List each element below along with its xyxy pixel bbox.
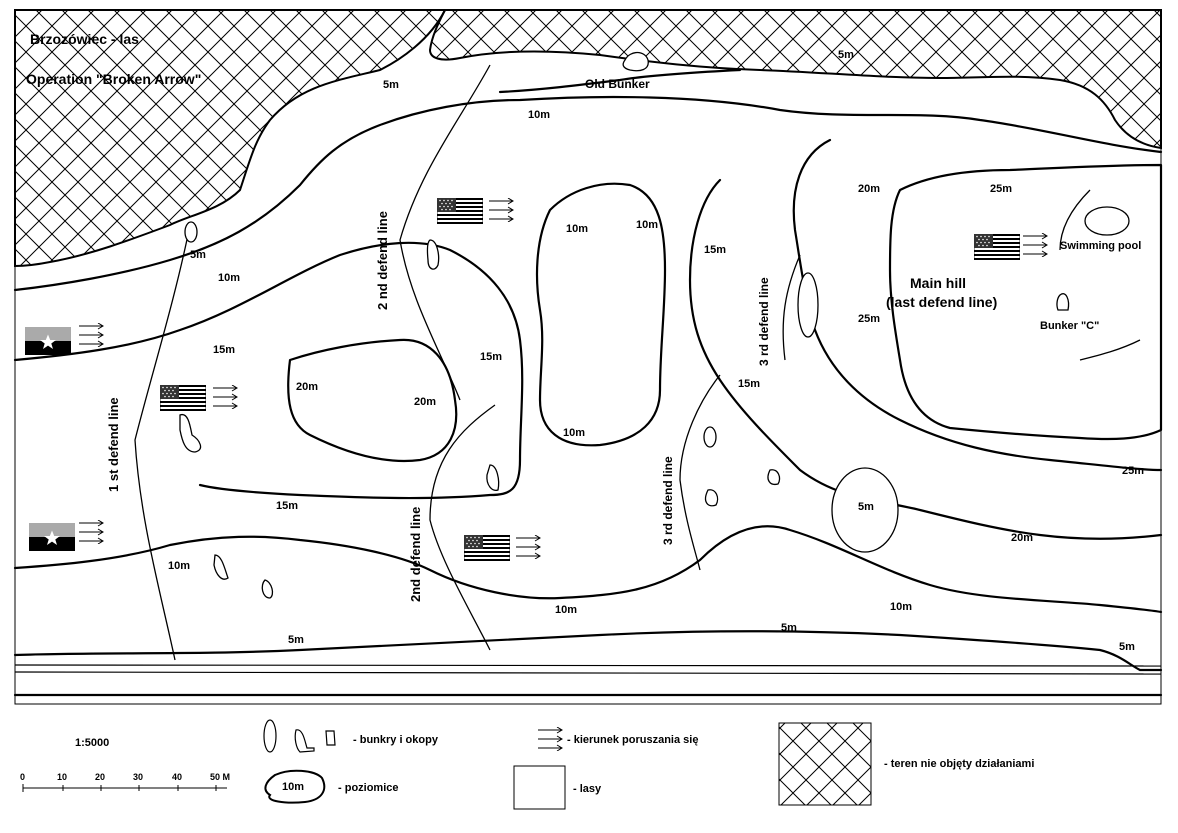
- svg-text:15m: 15m: [213, 344, 235, 356]
- svg-text:15m: 15m: [480, 351, 502, 363]
- third-defend-line-label-lower: 3 rd defend line: [661, 456, 675, 545]
- svg-text:5m: 5m: [190, 249, 206, 261]
- svg-text:30: 30: [133, 772, 143, 782]
- svg-text:15m: 15m: [276, 500, 298, 512]
- map-title: Brzozówiec - las: [30, 31, 139, 47]
- main-hill-sublabel: (last defend line): [886, 294, 997, 310]
- legend: 1:5000 0 10 20 30 40 50 M - bunkry i oko…: [20, 719, 1034, 810]
- svg-text:15m: 15m: [704, 244, 726, 256]
- svg-text:5m: 5m: [858, 501, 874, 513]
- svg-text:20: 20: [95, 772, 105, 782]
- excluded-legend-icon: [778, 722, 872, 806]
- defend-lines: [134, 64, 1141, 661]
- contour-legend-label: - poziomice: [338, 782, 399, 794]
- excluded-legend-label: - teren nie objęty działaniami: [884, 758, 1034, 770]
- svg-text:10m: 10m: [282, 781, 304, 793]
- first-defend-line-label: 1 st defend line: [106, 397, 121, 492]
- forest-legend-icon: [513, 765, 566, 810]
- forest-legend-label: - lasy: [573, 783, 602, 795]
- second-defend-line-label-lower: 2nd defend line: [408, 507, 423, 602]
- second-defend-line-label-upper: 2 nd defend line: [375, 211, 390, 310]
- svg-text:15m: 15m: [738, 378, 760, 390]
- bunker-c-label: Bunker "C": [1040, 320, 1099, 332]
- svg-text:10m: 10m: [636, 219, 658, 231]
- svg-text:25m: 25m: [990, 183, 1012, 195]
- contour-legend-icon: [264, 769, 326, 804]
- third-defend-line-label-upper: 3 rd defend line: [757, 277, 771, 366]
- bunker-legend-icon: [263, 719, 336, 753]
- svg-text:20m: 20m: [296, 381, 318, 393]
- svg-text:25m: 25m: [1122, 465, 1144, 477]
- svg-text:10m: 10m: [563, 427, 585, 439]
- svg-text:10: 10: [57, 772, 67, 782]
- bunker-legend-label: - bunkry i okopy: [353, 734, 439, 746]
- svg-text:5m: 5m: [1119, 641, 1135, 653]
- swimming-pool-label: Swimming pool: [1060, 240, 1141, 252]
- scale-ratio: 1:5000: [75, 737, 109, 749]
- svg-text:40: 40: [172, 772, 182, 782]
- scale-bar: [22, 784, 227, 792]
- svg-text:10m: 10m: [528, 109, 550, 121]
- svg-text:10m: 10m: [890, 601, 912, 613]
- excluded-terrain-north: [428, 9, 1162, 150]
- terrain-features: [179, 51, 1130, 599]
- svg-text:20m: 20m: [1011, 532, 1033, 544]
- svg-text:25m: 25m: [858, 313, 880, 325]
- contour-labels: 5m 5m 5m 10m 10m 10m 10m 10m 10m 10m 15m…: [168, 49, 1144, 653]
- svg-text:10m: 10m: [555, 604, 577, 616]
- svg-text:0: 0: [20, 772, 25, 782]
- svg-text:5m: 5m: [288, 634, 304, 646]
- main-hill-label: Main hill: [910, 275, 966, 291]
- movement-legend-label: - kierunek poruszania się: [567, 734, 698, 746]
- svg-text:20m: 20m: [858, 183, 880, 195]
- svg-text:50 M: 50 M: [210, 772, 230, 782]
- excluded-terrain-northwest: [14, 9, 447, 268]
- svg-text:20m: 20m: [414, 396, 436, 408]
- movement-legend-icon: [538, 727, 563, 751]
- svg-text:10m: 10m: [566, 223, 588, 235]
- svg-text:10m: 10m: [218, 272, 240, 284]
- svg-text:5m: 5m: [383, 79, 399, 91]
- svg-text:10m: 10m: [168, 560, 190, 572]
- old-bunker-label: Old Bunker: [585, 77, 650, 91]
- svg-text:5m: 5m: [781, 622, 797, 634]
- operation-title: Operation "Broken Arrow": [26, 71, 201, 87]
- svg-text:5m: 5m: [838, 49, 854, 61]
